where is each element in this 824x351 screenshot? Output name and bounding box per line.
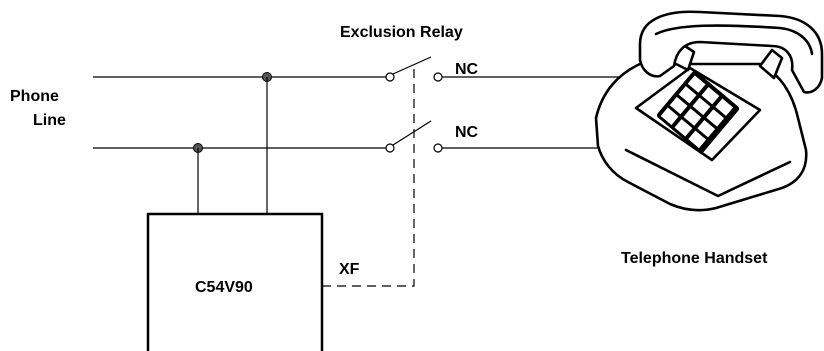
phone-line-label-1: Phone bbox=[10, 88, 59, 105]
chip-label: C54V90 bbox=[195, 279, 253, 296]
relay-contact-bottom-right bbox=[433, 143, 443, 153]
telephone-icon bbox=[594, 10, 824, 212]
relay-switch-arm-top bbox=[392, 56, 432, 75]
relay-switch-arm-bottom bbox=[392, 120, 432, 146]
relay-contact-top-left bbox=[385, 72, 395, 82]
relay-contact-bottom-left bbox=[385, 143, 395, 153]
xf-label: XF bbox=[339, 261, 360, 278]
nc-label-bottom: NC bbox=[455, 124, 479, 141]
nc-label-top: NC bbox=[455, 61, 479, 78]
telephone-handset-label: Telephone Handset bbox=[621, 250, 768, 267]
phone-line-label-2: Line bbox=[33, 112, 66, 129]
exclusion-relay-label: Exclusion Relay bbox=[340, 24, 463, 41]
c54v90-chip bbox=[146, 212, 324, 351]
relay-contact-top-right bbox=[433, 72, 443, 82]
xf-control-line bbox=[322, 63, 415, 287]
